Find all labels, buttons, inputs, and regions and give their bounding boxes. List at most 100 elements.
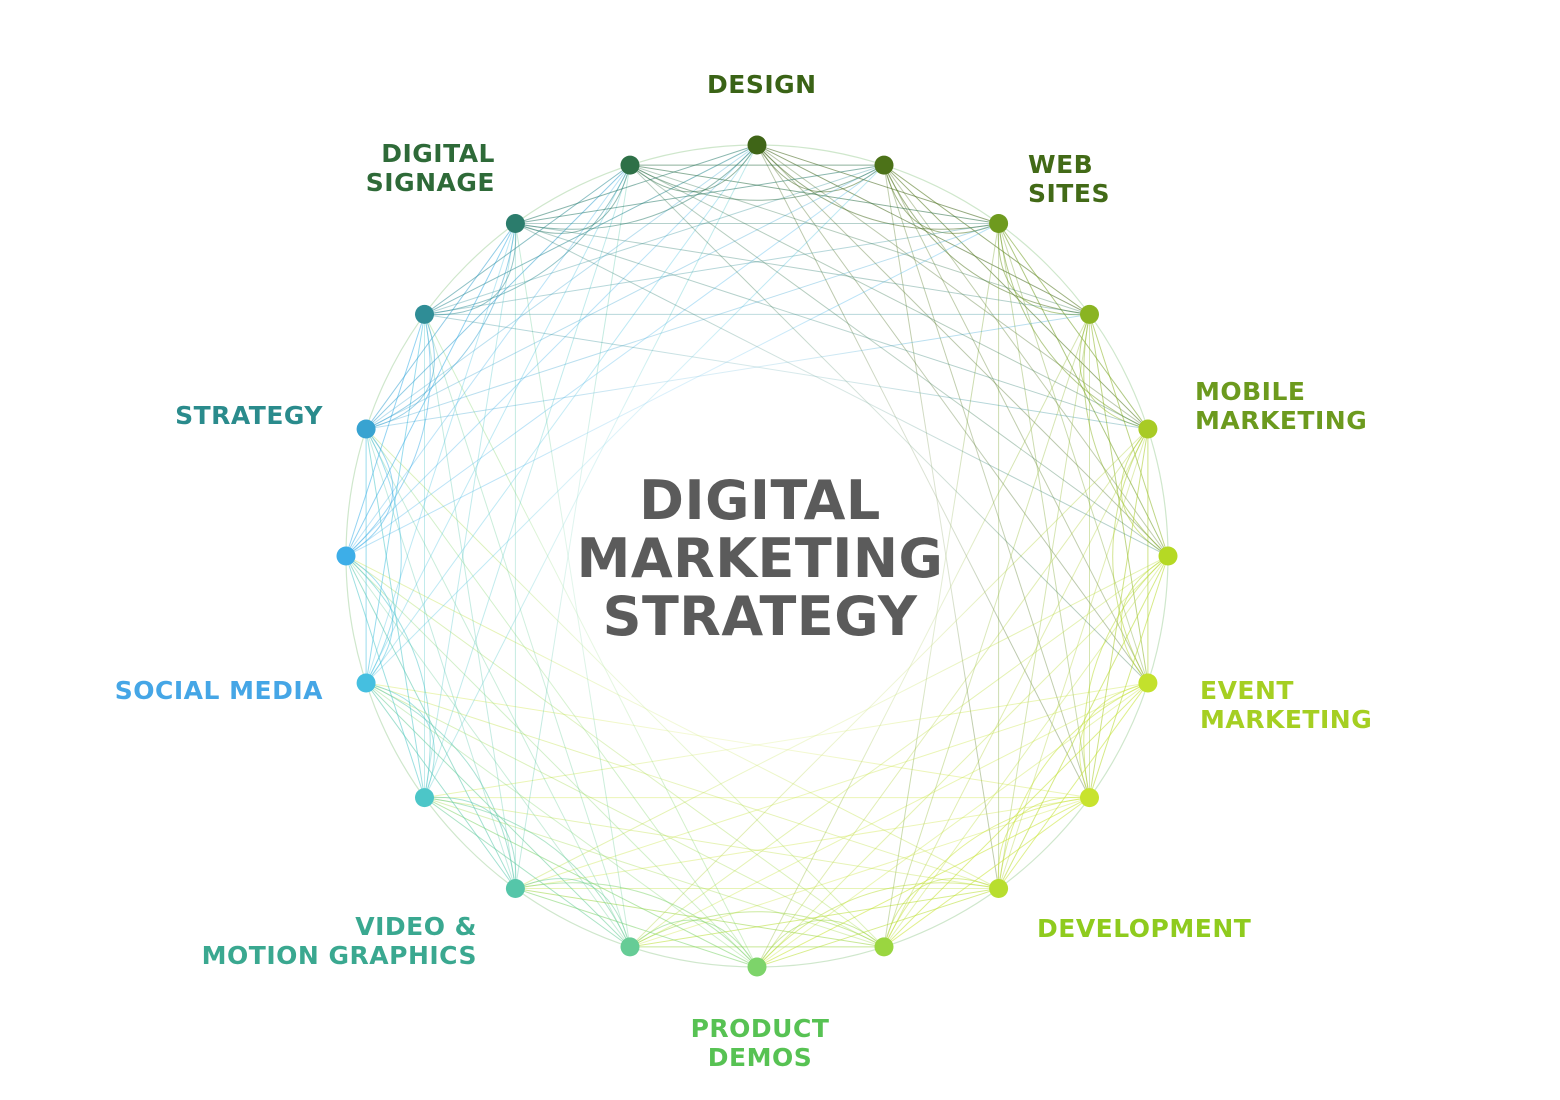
label-product-demos: PRODUCT DEMOS [690, 1014, 830, 1072]
connection-arc [1083, 314, 1169, 557]
connection-line [424, 314, 516, 889]
label-video-motion-graphics: VIDEO & MOTION GRAPHICS [201, 912, 477, 970]
connection-line [365, 164, 631, 684]
node-dot-18 [505, 214, 525, 233]
node-dot-10 [747, 957, 767, 977]
connection-line [365, 223, 516, 684]
center-title: DIGITAL MARKETING STRATEGY [576, 469, 944, 648]
connection-line [883, 682, 1149, 948]
connection-line [756, 144, 1149, 430]
connection-line [629, 164, 999, 224]
connection-arc [998, 223, 1149, 430]
connection-line [515, 164, 885, 224]
connection-line [998, 555, 1169, 889]
node-dot-5 [1158, 546, 1178, 566]
connection-line [1089, 314, 1169, 557]
connection-line [345, 144, 758, 557]
connection-line [345, 164, 631, 557]
connection-line [345, 223, 516, 557]
connection-arc [365, 428, 402, 684]
connection-arc [345, 428, 394, 557]
connection-line [345, 555, 425, 798]
connection-line [365, 682, 885, 948]
connection-line [756, 682, 1149, 968]
connection-line [998, 314, 1090, 889]
connection-arc [365, 223, 516, 430]
connection-arc [424, 797, 631, 948]
node-dot-16 [356, 419, 376, 439]
node-dot-0 [747, 135, 767, 155]
connection-line [515, 888, 758, 968]
node-dot-11 [620, 937, 640, 957]
node-dot-9 [874, 937, 894, 957]
connection-line [424, 797, 885, 948]
connection-line [629, 164, 1090, 315]
node-dot-3 [1080, 304, 1099, 324]
connection-line [345, 555, 631, 948]
label-web-sites: WEB SITES [1028, 150, 1110, 208]
connection-line [365, 428, 425, 798]
connection-arc [883, 164, 999, 234]
connection-line [365, 223, 516, 430]
connection-arc [756, 919, 885, 968]
connection-line [345, 555, 516, 889]
connection-arc [1120, 428, 1169, 557]
connection-line [424, 164, 631, 315]
connection-arc [515, 878, 631, 948]
connection-line [424, 144, 758, 315]
label-design: DESIGN [707, 70, 817, 99]
connection-arc [424, 796, 517, 889]
connection-line [1089, 555, 1169, 798]
connection-arc [629, 164, 885, 201]
connection-line [424, 164, 885, 315]
connection-line [756, 144, 1090, 315]
connection-line [365, 682, 758, 968]
connection-arc [345, 555, 394, 684]
connection-line [365, 428, 631, 948]
node-dot-2 [989, 214, 1009, 233]
connection-line [365, 144, 758, 430]
connection-line [515, 144, 758, 224]
connection-line [424, 797, 999, 889]
node-dot-15 [336, 546, 356, 566]
connection-line [1089, 428, 1149, 798]
connection-line [883, 164, 1090, 315]
connection-line [424, 797, 631, 948]
connection-line [756, 144, 1169, 557]
label-digital-signage: DIGITAL SIGNAGE [365, 139, 495, 197]
connection-line [424, 797, 758, 968]
connection-line [998, 223, 1149, 684]
connection-arc [1083, 555, 1169, 798]
connection-arc [424, 164, 631, 315]
connection-line [883, 164, 1169, 557]
label-development: DEVELOPMENT [1037, 914, 1252, 943]
connection-line [345, 555, 758, 968]
connection-line [515, 888, 885, 948]
connection-line [515, 797, 1090, 889]
node-dot-1 [874, 155, 894, 175]
connection-line [883, 797, 1090, 948]
connection-arc [515, 144, 758, 230]
connection-line [756, 888, 999, 968]
node-dot-6 [1138, 673, 1158, 693]
connection-arc [629, 911, 885, 948]
node-dot-12 [505, 879, 525, 898]
node-dot-17 [415, 304, 434, 324]
label-strategy: STRATEGY [175, 401, 323, 430]
node-dot-8 [989, 879, 1009, 898]
connection-line [998, 223, 1090, 798]
connection-line [365, 314, 425, 684]
connection-line [365, 682, 631, 948]
connection-arc [883, 164, 1090, 315]
connection-line [883, 428, 1149, 948]
connection-arc [629, 919, 758, 968]
connection-arc [365, 314, 435, 430]
connection-line [365, 428, 516, 889]
connection-line [424, 223, 999, 315]
node-dot-13 [415, 788, 434, 808]
connection-arc [1112, 428, 1149, 684]
connection-arc [1079, 682, 1149, 798]
center-glow [497, 296, 1017, 816]
connection-arc [365, 682, 516, 889]
connection-line [629, 164, 1149, 430]
